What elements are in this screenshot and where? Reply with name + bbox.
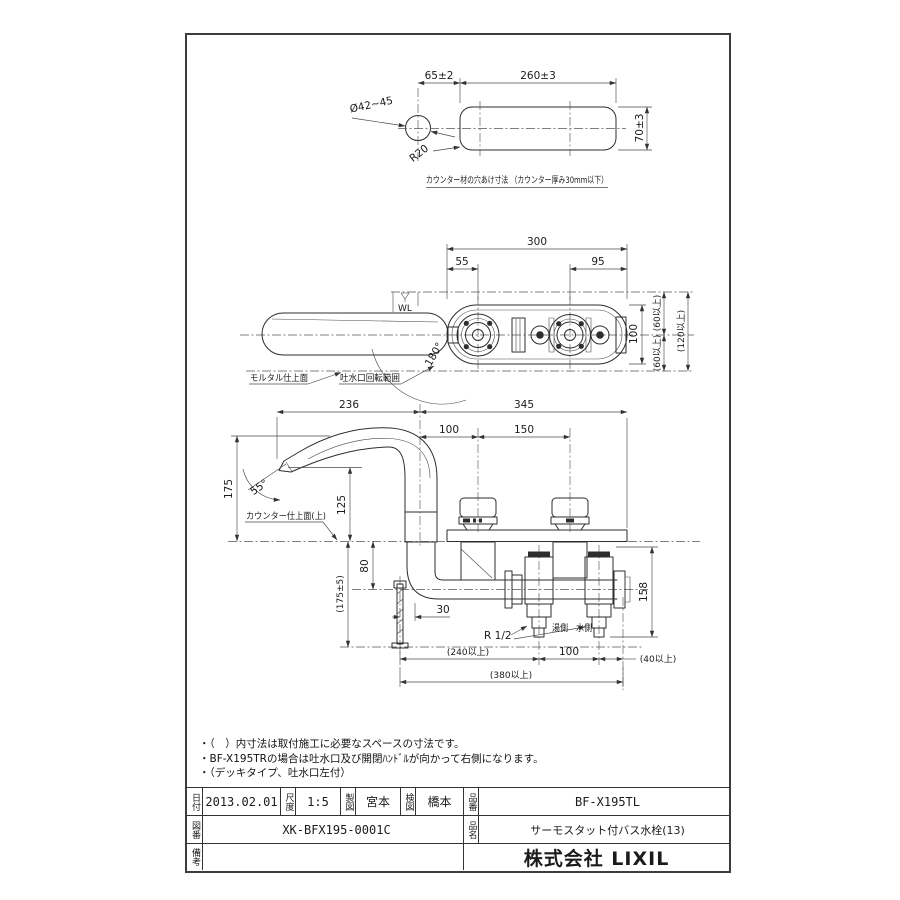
dim-spout-to-handle: 100 bbox=[439, 424, 459, 436]
scale-value: 1:5 bbox=[295, 788, 340, 815]
top-view-dimensions: 300 55 95 100 (60以上) (60以上) (120以上) bbox=[446, 236, 691, 371]
product-name-value: サーモスタット付バス水栓(13) bbox=[478, 815, 729, 843]
note-line: ・（デッキタイプ、吐水口左付） bbox=[199, 767, 351, 779]
title-block-row-2: 図番 XK-BFX195-0001C 品名 サーモスタット付バス水栓(13) bbox=[187, 815, 729, 843]
mortar-surface-label: モルタル仕上面 bbox=[250, 372, 308, 384]
note-line: ・BF-X195TRの場合は吐水口及び開閉ﾊﾝﾄﾞﾙが向かって右側になります。 bbox=[199, 752, 544, 765]
note-line: ・（ ）内寸法は取付施工に必要なスペースの寸法です。 bbox=[199, 738, 465, 750]
hot-connection bbox=[526, 603, 552, 638]
end-cap bbox=[615, 316, 627, 354]
drawn-label: 製図 bbox=[343, 792, 354, 811]
dim-supply-pitch: 100 bbox=[559, 646, 579, 658]
hot-side-label: 湯側 bbox=[552, 622, 568, 634]
dim-clear-left: (240以上) bbox=[447, 647, 489, 658]
top-view-labels: モルタル仕上面 吐水口回転範囲 bbox=[249, 365, 435, 385]
handle-left bbox=[458, 497, 498, 531]
dim-corner-radius: R20 bbox=[407, 143, 431, 165]
supply-elbow bbox=[406, 541, 445, 600]
drawing-sheet-frame bbox=[185, 33, 731, 873]
thread-label: R 1/2 bbox=[484, 630, 512, 642]
checked-label-cell: 検図 bbox=[400, 788, 415, 815]
hole-template-view: 65±2 260±3 70±3 Ø42~45 R20 カウンター材の穴あけ寸法 … bbox=[349, 70, 652, 188]
spout-range-label: 吐水口回転範囲 bbox=[340, 372, 400, 384]
top-view: WL 180° 300 55 95 100 (60以上) (60以上) bbox=[240, 236, 694, 405]
dim-hole-pitch: 65±2 bbox=[425, 70, 454, 82]
title-block-row-3: 備考 株式会社 LIXIL bbox=[187, 843, 729, 870]
cold-connection bbox=[586, 603, 612, 638]
dim-clear-total: (120以上) bbox=[676, 310, 687, 352]
coupling bbox=[511, 317, 526, 353]
dim-clear-right: (40以上) bbox=[640, 654, 676, 665]
installation-notes: ・（ ）内寸法は取付施工に必要なスペースの寸法です。 ・BF-X195TRの場合… bbox=[199, 737, 709, 781]
dwg-label: 図番 bbox=[190, 820, 200, 839]
remarks-label-cell: 備考 bbox=[187, 843, 202, 870]
dim-clear-total: (380以上) bbox=[490, 670, 532, 681]
name-label: 品名 bbox=[466, 820, 477, 839]
dwg-number-value: XK-BFX195-0001C bbox=[202, 815, 463, 843]
drawn-label-cell: 製図 bbox=[340, 788, 355, 815]
hole-centerlines bbox=[398, 88, 626, 162]
hole-view-caption: カウンター材の穴あけ寸法 （カウンター厚み30mm以下） bbox=[426, 174, 608, 186]
scale-label-cell: 尺度 bbox=[280, 788, 295, 815]
date-label-cell: 日付 bbox=[187, 788, 202, 815]
date-value: 2013.02.01 bbox=[202, 788, 280, 815]
dim-outlet-angle: 55° bbox=[248, 477, 270, 498]
hole-dimensions: 65±2 260±3 70±3 Ø42~45 R20 bbox=[349, 70, 652, 165]
dim-overall-width: 300 bbox=[527, 236, 547, 248]
title-block: 日付 2013.02.01 尺度 1:5 製図 宮本 検図 橋本 品番 BF-X… bbox=[185, 787, 731, 873]
part-number-value: BF-X195TL bbox=[478, 788, 729, 815]
dim-outlet-height: 125 bbox=[336, 495, 348, 515]
remarks-value bbox=[202, 843, 463, 870]
dim-under-counter-depth: 80 bbox=[359, 559, 371, 572]
front-upper-dimensions: 236 345 100 150 175 125 bbox=[223, 399, 628, 542]
hole-slot bbox=[459, 106, 617, 151]
spout bbox=[278, 427, 438, 543]
date-label: 日付 bbox=[190, 792, 200, 811]
title-block-row-1: 日付 2013.02.01 尺度 1:5 製図 宮本 検図 橋本 品番 BF-X… bbox=[187, 788, 729, 815]
dim-valve-height: 158 bbox=[638, 582, 650, 602]
dim-clear-back: (60以上) bbox=[652, 335, 663, 371]
top-view-centerlines bbox=[240, 291, 694, 372]
dim-left-port-offset: 55 bbox=[455, 256, 468, 268]
spout-shaft-port bbox=[456, 313, 500, 357]
water-level-icon bbox=[400, 292, 410, 300]
check-valve-right bbox=[590, 325, 610, 345]
drawn-value: 宮本 bbox=[355, 788, 400, 815]
dim-body-depth: 100 bbox=[628, 324, 640, 344]
dim-spout-reach: 236 bbox=[339, 399, 359, 411]
dim-slot-width: 70±3 bbox=[634, 114, 646, 143]
dim-clear-front: (60以上) bbox=[652, 295, 663, 331]
cold-side-label: 水側 bbox=[576, 622, 592, 634]
faucet-body-outline bbox=[446, 304, 628, 365]
dim-stud-offset: 30 bbox=[436, 604, 449, 616]
dim-spout-height: 175 bbox=[223, 479, 235, 499]
wall-reference: WL bbox=[392, 292, 419, 314]
dim-install-depth: (175±5) bbox=[336, 575, 346, 612]
part-label-cell: 品番 bbox=[463, 788, 478, 815]
swing-arc bbox=[371, 348, 467, 405]
dim-swing-angle: 180° bbox=[423, 341, 446, 369]
checked-label: 検図 bbox=[403, 792, 414, 811]
dwg-label-cell: 図番 bbox=[187, 815, 202, 843]
name-label-cell: 品名 bbox=[463, 815, 478, 843]
dim-hole-diameter: Ø42~45 bbox=[349, 95, 394, 116]
wl-mark: WL bbox=[398, 304, 412, 314]
front-lower-dimensions: R 1/2 湯側 水側 158 80 (175±5) 30 (240以上) bbox=[336, 541, 676, 687]
handle-right bbox=[550, 497, 590, 531]
counter-surface-label: カウンター仕上面(上) bbox=[246, 510, 326, 522]
deck-plate bbox=[446, 529, 628, 542]
dim-body-span: 345 bbox=[514, 399, 534, 411]
dim-slot-length: 260±3 bbox=[520, 70, 556, 82]
scale-label: 尺度 bbox=[283, 792, 294, 811]
under-counter-assembly bbox=[391, 541, 631, 649]
front-view: 55° カウンター仕上面(上) 236 345 100 150 175 bbox=[223, 399, 700, 690]
dim-right-port-offset: 95 bbox=[591, 256, 604, 268]
dim-handle-pitch: 150 bbox=[514, 424, 534, 436]
remarks-label: 備考 bbox=[190, 848, 200, 866]
checked-value: 橋本 bbox=[415, 788, 463, 815]
company-logo: 株式会社 LIXIL bbox=[463, 843, 729, 870]
part-label: 品番 bbox=[466, 792, 477, 811]
